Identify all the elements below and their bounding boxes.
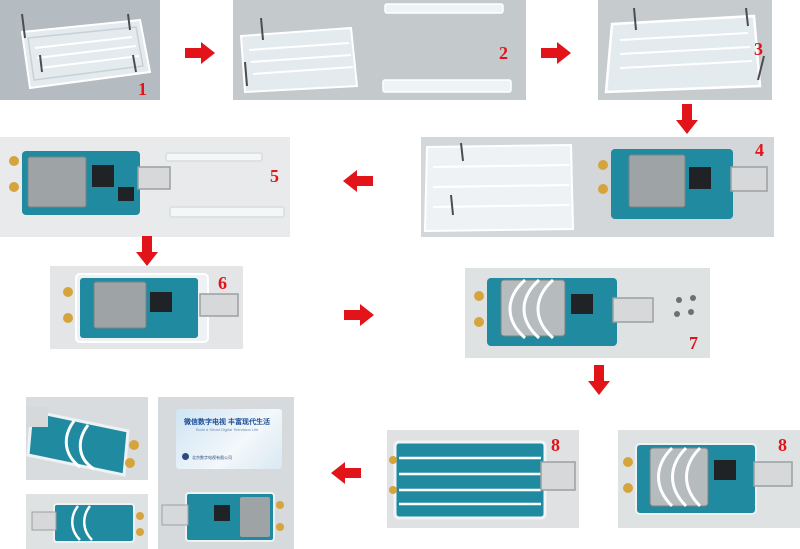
board-and-frames-illustration [9,151,285,218]
photo-step-3: 3 [598,0,772,100]
step-label-8-front: 8 [551,435,560,455]
step-label-4: 4 [755,140,764,160]
board-in-frame-illustration [63,273,239,343]
step-label-5: 5 [270,166,279,186]
step-label-7: 7 [689,333,698,353]
photo-final-with-card: 微信数字电视 丰富现代生活 Build a Smart Digital Tele… [158,397,294,549]
photo-step-2: 2 [233,0,526,100]
smart-card: 微信数字电视 丰富现代生活 Build a Smart Digital Tele… [176,409,282,469]
photo-step-8-front: 8 [387,430,579,528]
final-angled-illustration [26,407,139,477]
final-board-illustration [161,492,284,542]
acrylic-base-illustration [20,13,152,90]
step-label-2: 2 [499,43,508,63]
arrow-left-icon [331,462,361,484]
acrylic-parts-illustration [239,3,512,94]
card-footer: 北京数字电视有限公司 [192,455,232,460]
arrow-right-icon [541,42,571,64]
step-label-3: 3 [754,39,763,59]
frame-beside-board-illustration [423,142,768,233]
assembled-frame-illustration [604,7,765,94]
arrow-right-icon [185,42,215,64]
step-label-1: 1 [138,79,147,99]
photo-final-bottom [26,494,148,549]
card-title: 微信数字电视 丰富现代生活 [184,419,270,426]
photo-step-6: 6 [50,266,243,349]
photo-step-8-top: 8 [618,430,800,528]
photo-step-1: 1 [0,0,160,100]
closed-enclosure-illustration [389,440,576,520]
photo-step-5: 5 [0,137,290,237]
step-label-8-top: 8 [778,435,787,455]
arrow-down-icon [588,365,610,395]
covered-board-illustration [623,443,793,515]
photo-final-top [26,397,148,480]
photo-step-4: 4 [421,137,774,237]
board-with-cover-illustration [474,278,696,346]
final-flat-illustration [31,503,144,543]
card-subtitle: Build a Smart Digital Television Life [196,427,259,432]
arrow-down-icon [136,236,158,266]
arrow-right-icon [344,304,374,326]
card-logo-icon [182,453,189,460]
arrow-down-icon [676,104,698,134]
arrow-left-icon [343,170,373,192]
photo-step-7: 7 [465,268,710,358]
step-label-6: 6 [218,273,227,293]
